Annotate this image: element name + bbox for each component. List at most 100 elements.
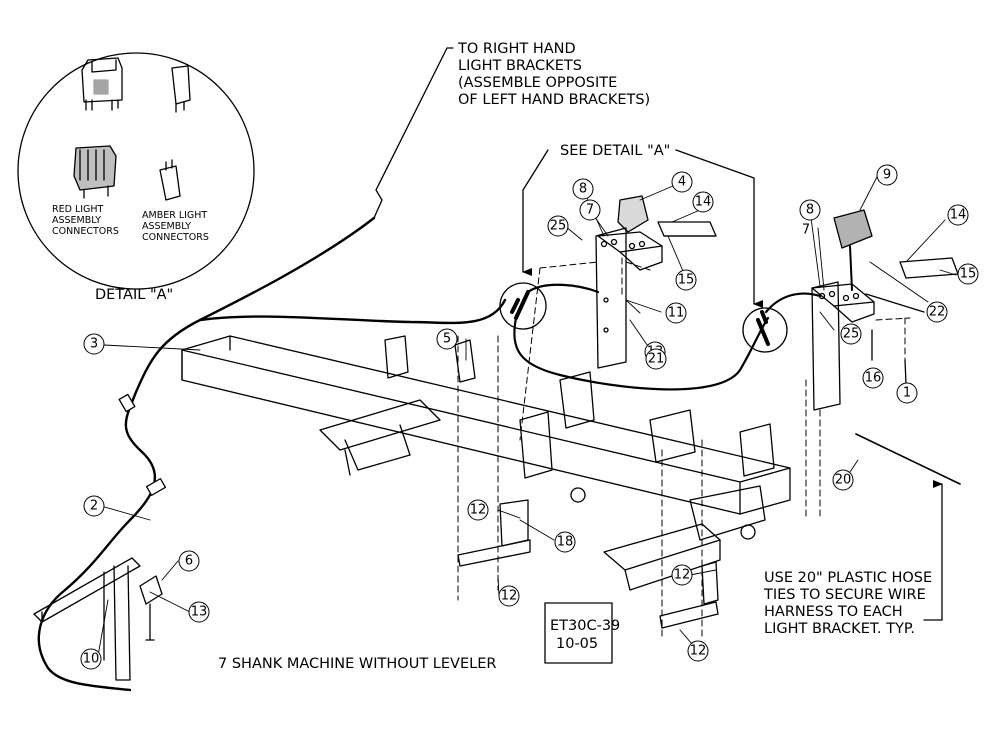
svg-text:3: 3 — [90, 337, 98, 352]
balloon-18 — [554, 531, 576, 553]
svg-text:(ASSEMBLE OPPOSITE: (ASSEMBLE OPPOSITE — [458, 75, 617, 91]
balloon-14-left — [692, 191, 714, 213]
wire-harness-to-frame — [198, 298, 507, 325]
clamp-18 — [499, 499, 529, 547]
detail-title: DETAIL "A" — [95, 287, 173, 303]
svg-text:HARNESS TO EACH: HARNESS TO EACH — [764, 604, 903, 620]
balloon-12-a — [467, 499, 489, 521]
amber-connectors-label: AMBER LIGHT ASSEMBLY CONNECTORS — [142, 210, 209, 243]
svg-text:22: 22 — [929, 305, 946, 320]
see-detail-leader-right — [675, 149, 763, 308]
svg-text:5: 5 — [443, 332, 451, 347]
detail-circle-left — [499, 282, 547, 330]
drawing-id: ET30C-39 — [550, 618, 620, 634]
red-connector-top — [81, 57, 123, 111]
wire-harness-main — [37, 216, 376, 692]
svg-text:14: 14 — [950, 208, 967, 223]
decal-14-left — [657, 221, 717, 237]
svg-text:LIGHT BRACKETS: LIGHT BRACKETS — [458, 58, 582, 74]
svg-text:11: 11 — [668, 306, 685, 321]
svg-text:TO RIGHT HAND: TO RIGHT HAND — [457, 41, 576, 57]
svg-text:1: 1 — [903, 386, 911, 401]
balloon-25-left — [547, 215, 569, 237]
svg-text:16: 16 — [865, 371, 882, 386]
balloon-2 — [83, 495, 105, 517]
rear-light-assembly — [33, 557, 163, 681]
balloon-8-left — [572, 178, 594, 200]
balloon-7 — [579, 199, 601, 221]
svg-text:CONNECTORS: CONNECTORS — [52, 226, 119, 237]
svg-text:8: 8 — [806, 203, 814, 218]
svg-text:ASSEMBLY: ASSEMBLY — [52, 215, 101, 226]
see-detail-label: SEE DETAIL "A" — [560, 143, 670, 159]
svg-text:7: 7 — [802, 223, 810, 238]
svg-text:8: 8 — [579, 182, 587, 197]
light-4 — [617, 195, 649, 233]
svg-text:12: 12 — [674, 568, 691, 583]
red-connector-bottom — [73, 145, 117, 199]
amber-connector-top — [171, 65, 191, 113]
svg-text:9: 9 — [883, 168, 891, 183]
balloon-22 — [926, 301, 948, 323]
shank-mounts — [384, 335, 775, 541]
svg-text:15: 15 — [960, 267, 977, 282]
svg-text:AMBER LIGHT: AMBER LIGHT — [142, 210, 207, 221]
balloon-1 — [896, 382, 918, 404]
machine-caption: 7 SHANK MACHINE WITHOUT LEVELER — [218, 656, 496, 672]
svg-text:6: 6 — [185, 554, 193, 569]
left-light-bracket — [595, 227, 663, 369]
svg-text:12: 12 — [501, 589, 518, 604]
decal-14-right — [899, 257, 959, 279]
svg-text:14: 14 — [695, 195, 712, 210]
svg-text:25: 25 — [550, 219, 567, 234]
svg-text:RED LIGHT: RED LIGHT — [52, 204, 104, 215]
svg-text:USE 20" PLASTIC HOSE: USE 20" PLASTIC HOSE — [764, 570, 932, 586]
balloon-10 — [80, 648, 102, 670]
hose-tie — [855, 433, 961, 485]
wire-cross — [513, 316, 770, 391]
balloon-15-right — [957, 263, 979, 285]
svg-text:20: 20 — [835, 473, 852, 488]
right-light-bracket — [811, 281, 875, 411]
svg-text:ASSEMBLY: ASSEMBLY — [142, 221, 191, 232]
see-detail-leader-left — [522, 149, 549, 276]
balloon-12-d — [687, 640, 709, 662]
svg-text:OF LEFT HAND BRACKETS): OF LEFT HAND BRACKETS) — [458, 92, 650, 108]
main-frame — [181, 335, 791, 515]
svg-text:21: 21 — [648, 352, 665, 367]
note-right-hand: TO RIGHT HAND LIGHT BRACKETS (ASSEMBLE O… — [457, 41, 650, 108]
balloon-5 — [436, 328, 458, 350]
light-9 — [833, 209, 873, 249]
balloon-9 — [876, 164, 898, 186]
svg-text:15: 15 — [678, 273, 695, 288]
balloon-12-c — [671, 564, 693, 586]
balloon-14-right — [947, 204, 969, 226]
svg-text:LIGHT BRACKET. TYP.: LIGHT BRACKET. TYP. — [764, 621, 915, 637]
svg-text:4: 4 — [678, 175, 686, 190]
svg-text:TIES TO SECURE WIRE: TIES TO SECURE WIRE — [763, 587, 926, 603]
svg-text:18: 18 — [557, 535, 574, 550]
balloon-4 — [671, 171, 693, 193]
balloon-6 — [178, 550, 200, 572]
detail-a-circle — [17, 52, 255, 290]
svg-text:25: 25 — [843, 327, 860, 342]
drawing-date: 10-05 — [556, 636, 598, 652]
balloon-11 — [665, 302, 687, 324]
svg-text:13: 13 — [191, 605, 208, 620]
balloon-15-left — [675, 269, 697, 291]
detail-circle-right — [742, 307, 788, 353]
red-connectors-label: RED LIGHT ASSEMBLY CONNECTORS — [52, 204, 119, 237]
balloon-16 — [862, 367, 884, 389]
drawing-id-box — [544, 602, 613, 664]
balloon-25-right — [840, 323, 862, 345]
right-hand-leader — [373, 47, 454, 219]
balloon-13-b — [188, 601, 210, 623]
svg-text:CONNECTORS: CONNECTORS — [142, 232, 209, 243]
hose-ties-note: USE 20" PLASTIC HOSE TIES TO SECURE WIRE… — [763, 570, 932, 637]
svg-text:2: 2 — [90, 499, 98, 514]
svg-text:10: 10 — [83, 652, 100, 667]
balloon-20 — [832, 469, 854, 491]
balloons: 1 2 3 4 5 6 7 8 8 7 9 10 11 12 12 12 12 … — [80, 164, 979, 670]
